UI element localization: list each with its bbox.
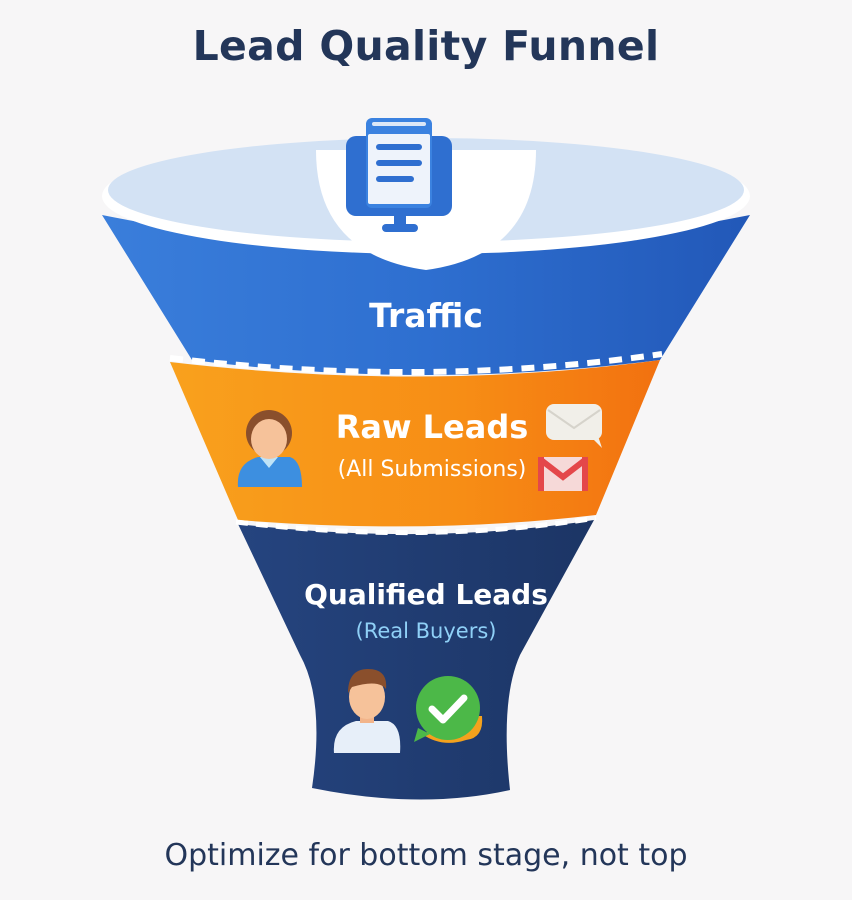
envelope-icon (546, 404, 602, 448)
check-bubble-icon (414, 676, 483, 743)
stage-sublabel-raw-leads: (All Submissions) (337, 457, 527, 482)
stage-sublabel-qualified-leads: (Real Buyers) (355, 619, 497, 643)
gmail-icon (538, 457, 588, 491)
stage-qualified-leads (235, 515, 597, 800)
page-title: Lead Quality Funnel (192, 22, 660, 70)
stage-label-raw-leads: Raw Leads (335, 408, 529, 446)
stage-label-traffic: Traffic (369, 296, 483, 335)
person-icon (333, 669, 401, 753)
stage-label-qualified-leads: Qualified Leads (304, 578, 548, 611)
person-icon (237, 410, 302, 487)
footer-caption: Optimize for bottom stage, not top (164, 838, 688, 873)
monitor-form-icon (346, 118, 452, 232)
